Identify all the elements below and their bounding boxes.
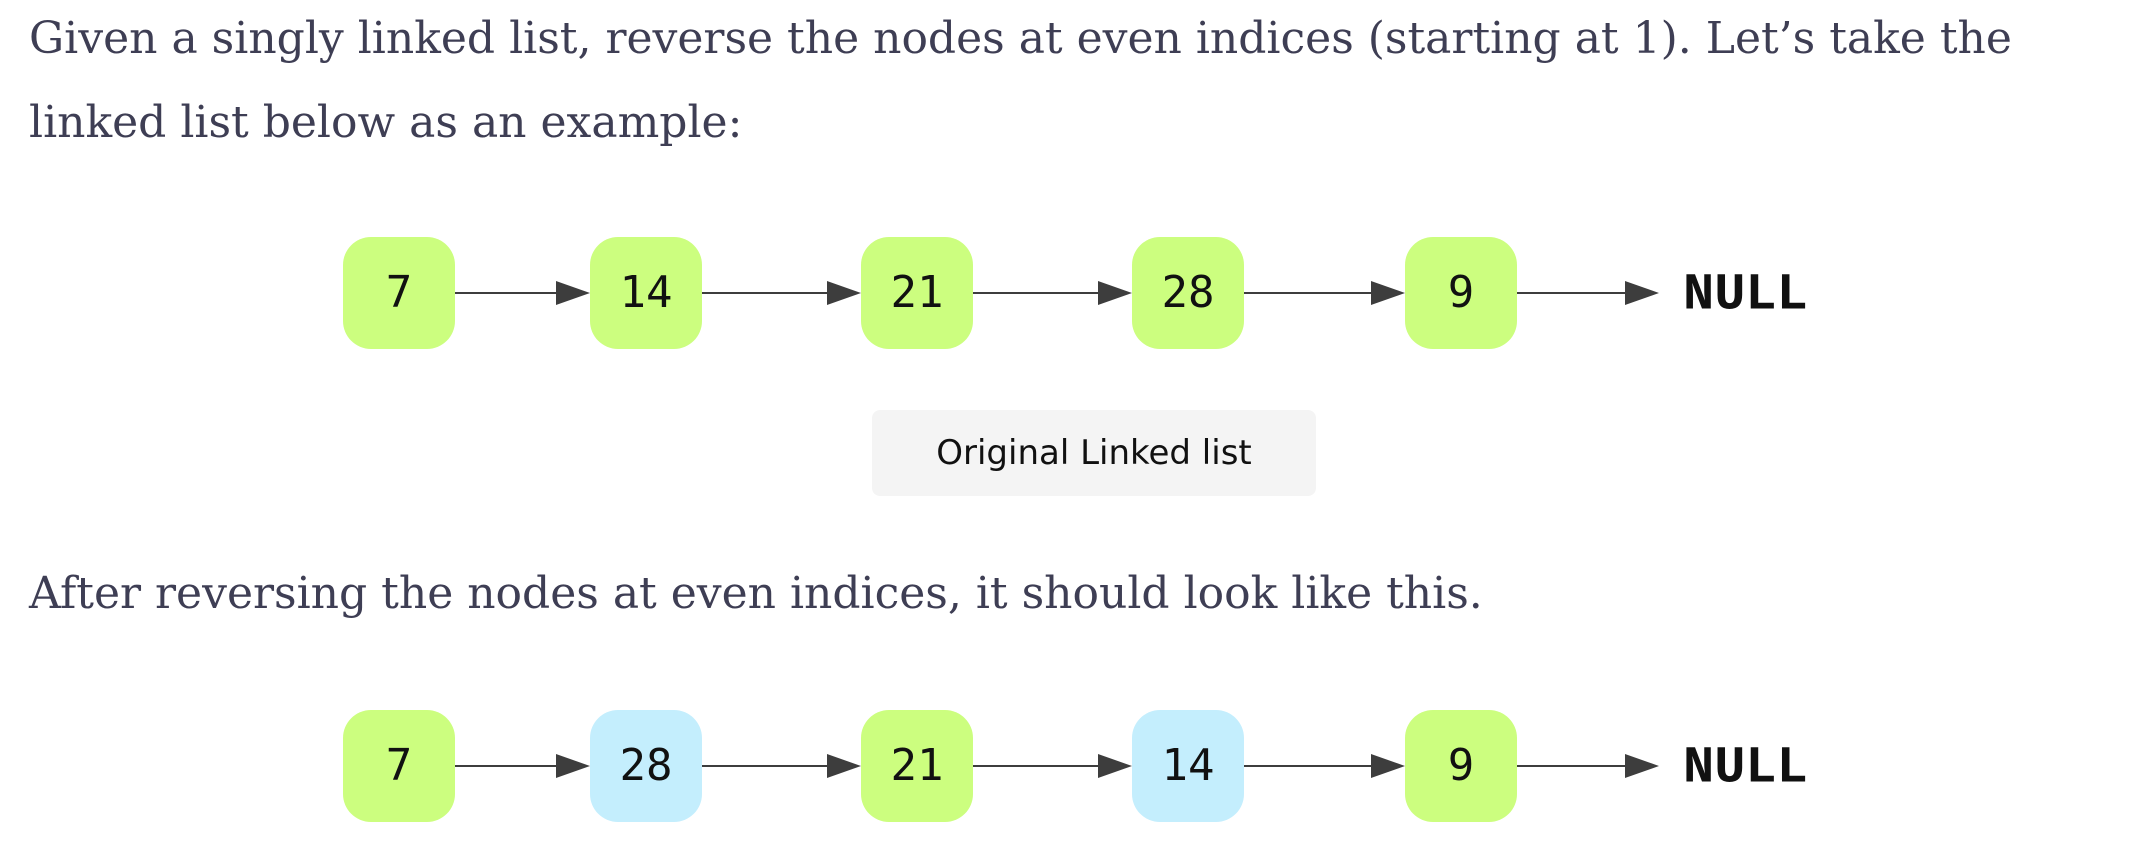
diagram-caption: Original Linked list bbox=[872, 410, 1316, 496]
reversed-node-label-0: 7 bbox=[386, 740, 413, 791]
original-arrowhead-2 bbox=[1098, 281, 1132, 305]
original-node-0 bbox=[343, 237, 455, 349]
after-paragraph: After reversing the nodes at even indice… bbox=[29, 568, 1483, 619]
original-node-3 bbox=[1132, 237, 1244, 349]
reversed-node-1 bbox=[590, 710, 702, 822]
original-arrowhead-4 bbox=[1625, 281, 1659, 305]
reversed-node-label-1: 28 bbox=[620, 740, 673, 791]
original-linked-list: 7 14 21 28 9 NULL bbox=[343, 237, 1808, 349]
original-null-terminal: NULL bbox=[1683, 266, 1808, 325]
original-node-4 bbox=[1405, 237, 1517, 349]
original-node-2 bbox=[861, 237, 973, 349]
original-node-1 bbox=[590, 237, 702, 349]
reversed-arrowhead-4 bbox=[1625, 754, 1659, 778]
original-node-label-1: 14 bbox=[620, 267, 673, 318]
reversed-arrowhead-3 bbox=[1371, 754, 1405, 778]
reversed-node-4 bbox=[1405, 710, 1517, 822]
reversed-node-label-4: 9 bbox=[1448, 740, 1475, 791]
reversed-arrowhead-1 bbox=[827, 754, 861, 778]
original-node-label-2: 21 bbox=[891, 267, 944, 318]
original-arrowhead-1 bbox=[827, 281, 861, 305]
reversed-arrowhead-0 bbox=[556, 754, 590, 778]
original-arrowhead-0 bbox=[556, 281, 590, 305]
reversed-arrowhead-2 bbox=[1098, 754, 1132, 778]
reversed-null-terminal: NULL bbox=[1683, 739, 1808, 798]
reversed-linked-list: 7 28 21 14 9 NULL bbox=[343, 710, 1808, 822]
original-node-label-0: 7 bbox=[386, 267, 413, 318]
original-arrowhead-3 bbox=[1371, 281, 1405, 305]
intro-paragraph: Given a singly linked list, reverse the … bbox=[29, 13, 2012, 148]
reversed-node-label-3: 14 bbox=[1162, 740, 1215, 791]
reversed-node-label-2: 21 bbox=[891, 740, 944, 791]
reversed-node-0 bbox=[343, 710, 455, 822]
original-node-label-3: 28 bbox=[1162, 267, 1215, 318]
reversed-node-2 bbox=[861, 710, 973, 822]
reversed-node-3 bbox=[1132, 710, 1244, 822]
original-node-label-4: 9 bbox=[1448, 267, 1475, 318]
